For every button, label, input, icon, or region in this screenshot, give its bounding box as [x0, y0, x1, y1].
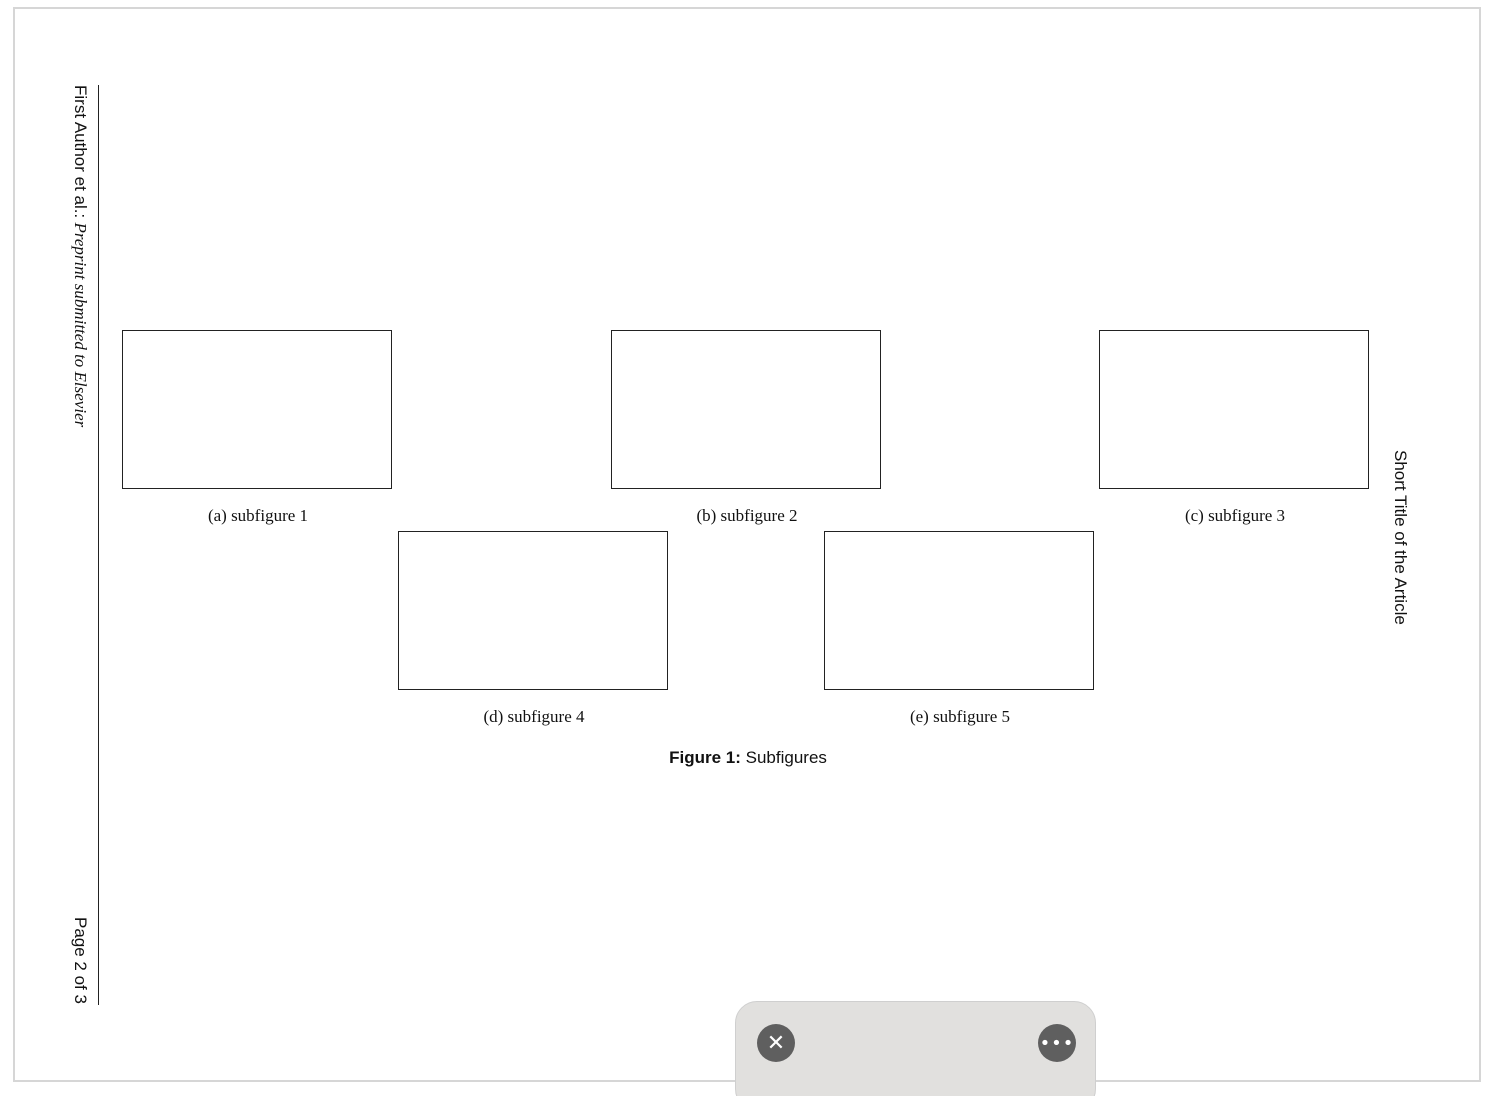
subfigure-a-box: [122, 330, 392, 489]
running-header-author: First Author et al.: Preprint submitted …: [70, 85, 90, 427]
floating-toolbar: ✕ •••: [735, 1001, 1096, 1096]
subfigure-b-box: [611, 330, 881, 489]
figure-caption-label: Figure 1:: [669, 748, 741, 767]
subfigure-a-caption: (a) subfigure 1: [207, 506, 309, 525]
running-journal-text: Preprint submitted to Elsevier: [71, 222, 90, 428]
subfigure-c-box: [1099, 330, 1369, 489]
pdf-page: [13, 7, 1481, 1082]
close-icon[interactable]: ✕: [757, 1024, 795, 1062]
subfigure-d-caption: (d) subfigure 4: [483, 707, 585, 726]
page-number: Page 2 of 3: [71, 917, 90, 1004]
running-short-title: Short Title of the Article: [1391, 450, 1410, 625]
more-glyph: •••: [1039, 1032, 1075, 1054]
subfigure-e-box: [824, 531, 1094, 690]
subfigure-c-caption: (c) subfigure 3: [1184, 506, 1286, 525]
running-header-rule: [98, 85, 99, 1005]
figure-caption: Figure 1: Subfigures: [560, 748, 936, 768]
more-icon[interactable]: •••: [1038, 1024, 1076, 1062]
subfigure-d-box: [398, 531, 668, 690]
close-glyph: ✕: [766, 1030, 786, 1056]
subfigure-b-caption: (b) subfigure 2: [696, 506, 798, 525]
running-author-text: First Author et al.:: [71, 85, 90, 219]
subfigure-e-caption: (e) subfigure 5: [909, 707, 1011, 726]
figure-caption-text: Subfigures: [745, 748, 827, 767]
